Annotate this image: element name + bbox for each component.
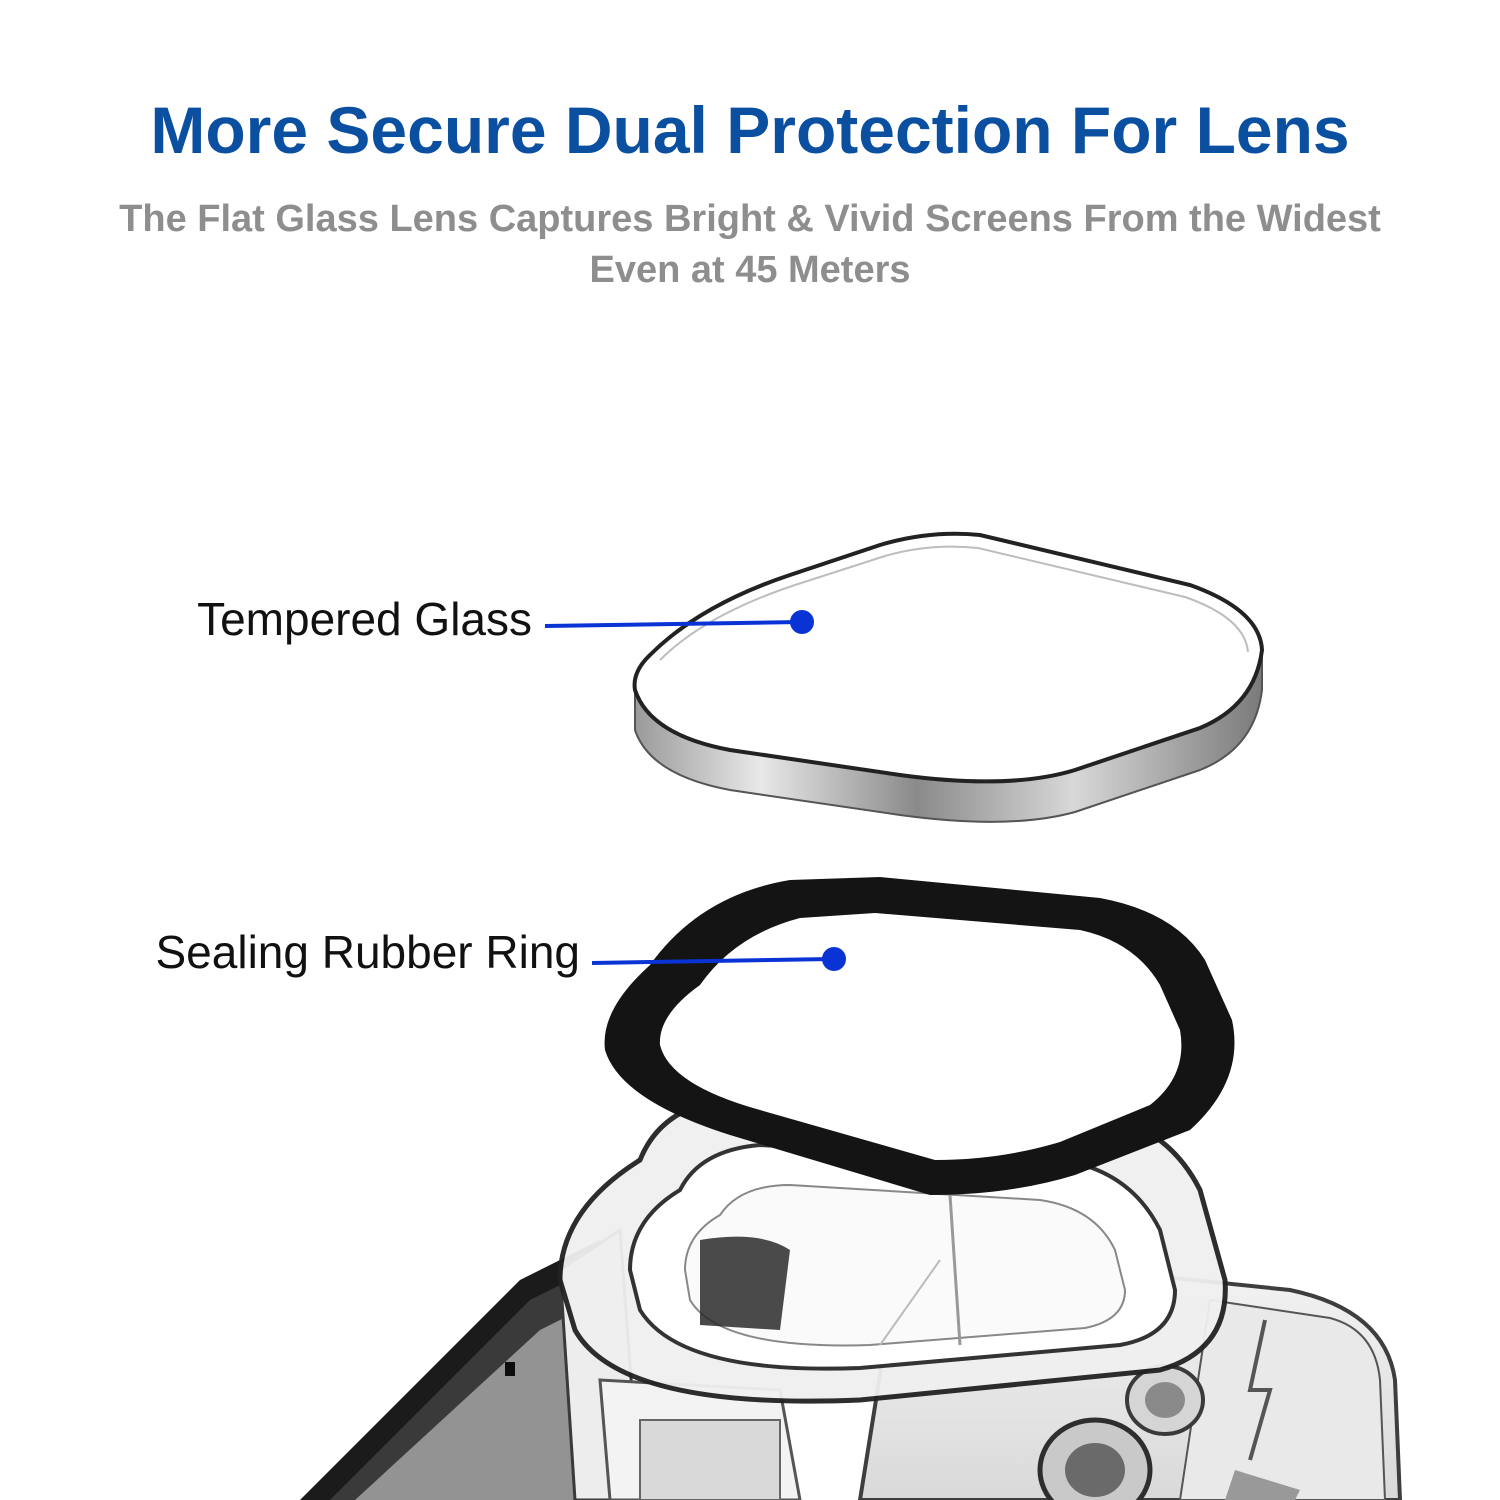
page-title: More Secure Dual Protection For Lens [150, 93, 1350, 167]
callout-label-tempered-glass: Tempered Glass [197, 593, 532, 645]
sealing-rubber-ring [604, 877, 1235, 1195]
tempered-glass [632, 531, 1265, 823]
callout-tempered-glass-pointer [544, 610, 814, 634]
callout-label-sealing-rubber-ring: Sealing Rubber Ring [155, 926, 581, 978]
callout-rubber-ring-pointer [591, 947, 846, 971]
page-subtitle: The Flat Glass Lens Captures Bright & Vi… [119, 198, 1381, 291]
